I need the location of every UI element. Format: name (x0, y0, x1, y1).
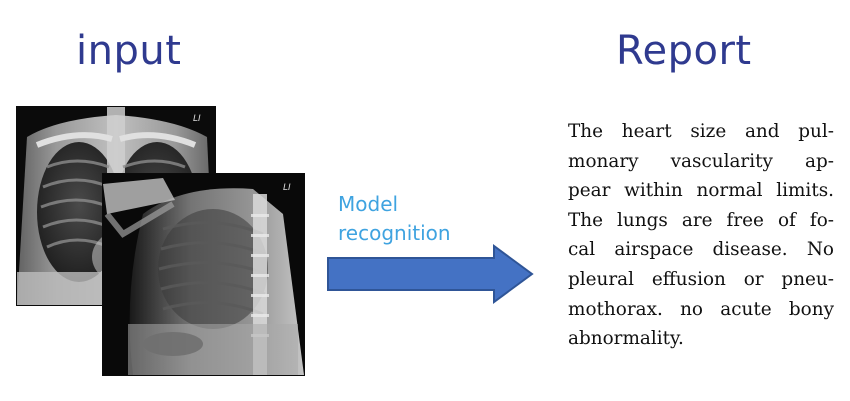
arrow-label-line2: recognition (338, 221, 451, 245)
frontal-xray-marker: LI (193, 114, 201, 124)
report-line: cal airspace disease. No (568, 239, 834, 261)
report-title: Report (616, 28, 752, 74)
report-text: The heart size and pul- monary vasculari… (568, 117, 834, 354)
report-line: mothorax. no acute bony (568, 298, 834, 320)
report-line: The lungs are free of fo- (568, 209, 834, 231)
input-title: input (76, 28, 182, 74)
report-line: pleural effusion or pneu- (568, 268, 834, 290)
report-line: pear within normal limits. (568, 180, 834, 202)
report-line: monary vascularity ap- (568, 150, 834, 172)
model-recognition-label: Model recognition (338, 190, 451, 248)
right-arrow-icon (326, 244, 536, 308)
lateral-xray-marker: LI (283, 183, 291, 193)
lateral-chest-xray-image: LI (103, 174, 304, 375)
report-line: The heart size and pul- (568, 121, 834, 142)
report-line: abnormality. (568, 328, 684, 350)
arrow-label-line1: Model (338, 192, 399, 216)
